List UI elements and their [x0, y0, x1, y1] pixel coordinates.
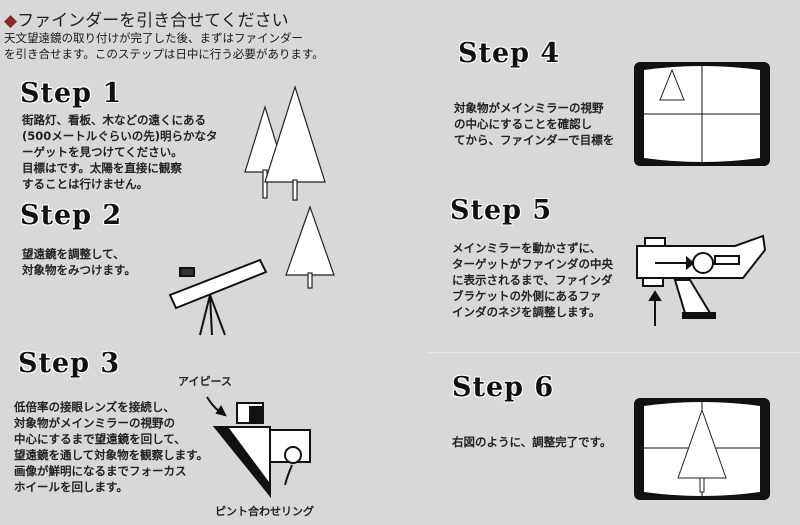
focus-ring-label: ピント合わせリング	[215, 505, 314, 518]
step-6-heading: Step 6	[452, 372, 555, 403]
step-3-text: 低倍率の接眼レンズを接続し、 対象物がメインミラーの視野の 中心にするまで望遠鏡…	[14, 400, 209, 494]
step-4-heading: Step 4	[458, 38, 561, 69]
page-title: ◆ファインダーを引き合せてください	[4, 11, 289, 31]
tree-icon	[285, 205, 335, 289]
diagonal-eyepiece-illustration	[206, 396, 311, 498]
finder-bracket-illustration	[636, 234, 767, 326]
divider	[428, 352, 800, 353]
step-5-text: メインミラーを動かさずに、 ターゲットがファインダの中央 に表示されるまで、ファ…	[452, 241, 613, 319]
intro-text: 天文望遠鏡の取り付けが完了した後、まずはファインダー を引き合せます。このステッ…	[4, 31, 324, 61]
step-1-text: 街路灯、看板、木などの遠くにある (500メートルぐらいの先)明らかなタ ーゲッ…	[22, 113, 218, 191]
step-4-text: 対象物がメインミラーの視野 の中心にすることを確認し てから、ファインダーで目標…	[454, 101, 615, 147]
finder-view-centered	[634, 398, 770, 500]
finder-view-offcenter	[634, 62, 770, 166]
step-5-heading: Step 5	[450, 195, 553, 226]
step-1-heading: Step 1	[20, 78, 123, 109]
trees-illustration	[244, 85, 326, 201]
step-3-heading: Step 3	[18, 348, 121, 379]
step-6-text: 右図のように、調整完了です。	[452, 435, 612, 449]
step-2-text: 望遠鏡を調整して、 対象物をみつけます。	[22, 247, 136, 277]
telescope-icon	[168, 258, 268, 336]
eyepiece-label: アイピース	[178, 375, 232, 388]
step-2-heading: Step 2	[20, 200, 123, 231]
